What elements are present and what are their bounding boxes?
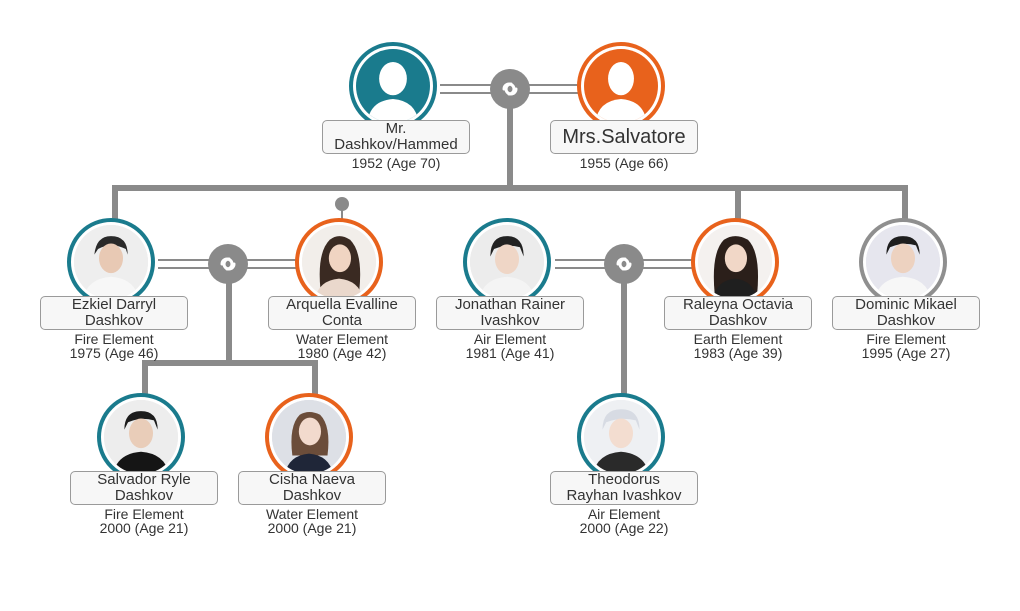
portrait-photo bbox=[272, 400, 346, 474]
person-name-line2: Conta bbox=[321, 312, 363, 329]
person-name-line2: Dashkov/Hammed bbox=[334, 136, 458, 153]
name-box: Theodorus Rayhan Ivashkov bbox=[550, 471, 698, 505]
avatar bbox=[265, 393, 353, 481]
avatar bbox=[577, 42, 665, 130]
person-name-line2: Dashkov bbox=[282, 487, 342, 504]
birth-year: 1983 (Age 39) bbox=[693, 345, 783, 361]
avatar bbox=[859, 218, 947, 306]
element-label: Earth Element bbox=[693, 331, 783, 347]
birth-year: 1995 (Age 27) bbox=[861, 345, 951, 361]
birth-year: 2000 (Age 21) bbox=[99, 520, 189, 536]
element-label: Air Element bbox=[587, 506, 661, 522]
portrait-photo bbox=[470, 225, 544, 299]
person-name-line1: Raleyna Octavia bbox=[682, 296, 794, 313]
person-name-line1: Theodorus bbox=[588, 471, 660, 488]
birth-year: 1981 (Age 41) bbox=[465, 345, 555, 361]
silhouette-female-icon bbox=[595, 61, 647, 123]
portrait-photo bbox=[104, 400, 178, 474]
avatar bbox=[463, 218, 551, 306]
element-label: Fire Element bbox=[74, 331, 154, 347]
person-name-line1: Arquella Evalline bbox=[286, 296, 398, 313]
name-box: Salvador Ryle Dashkov bbox=[70, 471, 218, 505]
avatar bbox=[577, 393, 665, 481]
portrait-photo bbox=[302, 225, 376, 299]
name-box: Dominic Mikael Dashkov bbox=[832, 296, 980, 330]
element-label: Fire Element bbox=[104, 506, 184, 522]
person-name-line2: Dashkov bbox=[876, 312, 936, 329]
portrait-photo bbox=[698, 225, 772, 299]
birth-year: 1955 (Age 66) bbox=[579, 155, 669, 171]
avatar bbox=[691, 218, 779, 306]
person-name-line1: Cisha Naeva bbox=[269, 471, 355, 488]
marriage-hub-icon bbox=[490, 69, 530, 109]
person-name-line2: Dashkov bbox=[708, 312, 768, 329]
silhouette-male-icon bbox=[367, 61, 419, 123]
person-name-line2: Dashkov bbox=[114, 487, 174, 504]
birth-year: 1975 (Age 46) bbox=[69, 345, 159, 361]
avatar bbox=[67, 218, 155, 306]
name-box: Arquella Evalline Conta bbox=[268, 296, 416, 330]
portrait-photo bbox=[584, 400, 658, 474]
inlaw-marker bbox=[335, 197, 349, 211]
portrait-photo bbox=[866, 225, 940, 299]
avatar bbox=[295, 218, 383, 306]
person-name-line1: Ezkiel Darryl bbox=[71, 296, 157, 313]
person-name-line1: Jonathan Rainer bbox=[454, 296, 566, 313]
name-box: Cisha Naeva Dashkov bbox=[238, 471, 386, 505]
person-name-line2: Rayhan Ivashkov bbox=[566, 487, 682, 504]
element-label: Fire Element bbox=[866, 331, 946, 347]
person-name-line2: Ivashkov bbox=[480, 312, 540, 329]
avatar bbox=[349, 42, 437, 130]
portrait-photo bbox=[74, 225, 148, 299]
element-label: Water Element bbox=[265, 506, 359, 522]
name-box: Mrs.Salvatore bbox=[550, 120, 698, 154]
birth-year: 2000 (Age 21) bbox=[267, 520, 357, 536]
marriage-hub-icon bbox=[208, 244, 248, 284]
person-name-line1: Salvador Ryle bbox=[97, 471, 191, 488]
name-box: Ezkiel Darryl Dashkov bbox=[40, 296, 188, 330]
birth-year: 1952 (Age 70) bbox=[351, 155, 441, 171]
marriage-hub-icon bbox=[604, 244, 644, 284]
birth-year: 2000 (Age 22) bbox=[579, 520, 669, 536]
birth-year: 1980 (Age 42) bbox=[297, 345, 387, 361]
person-name-line1: Mrs.Salvatore bbox=[562, 126, 686, 148]
element-label: Air Element bbox=[473, 331, 547, 347]
element-label: Water Element bbox=[295, 331, 389, 347]
name-box: Raleyna Octavia Dashkov bbox=[664, 296, 812, 330]
person-name-line1: Dominic Mikael bbox=[855, 296, 957, 313]
person-name-line1: Mr. bbox=[385, 120, 407, 137]
person-name-line2: Dashkov bbox=[84, 312, 144, 329]
name-box: Jonathan Rainer Ivashkov bbox=[436, 296, 584, 330]
name-box: Mr. Dashkov/Hammed bbox=[322, 120, 470, 154]
avatar bbox=[97, 393, 185, 481]
